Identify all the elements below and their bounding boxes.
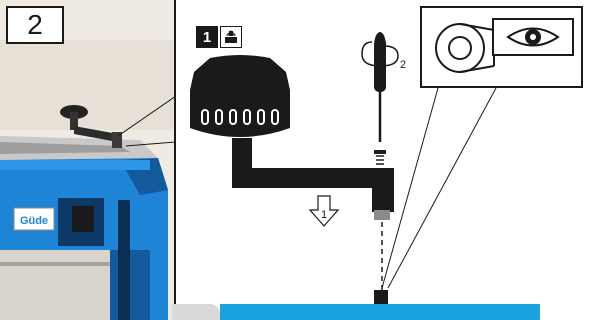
- crank-shaft: [232, 138, 252, 168]
- step-badge: 1: [196, 26, 242, 48]
- eye-icon: [506, 27, 560, 47]
- crank-bushing: [374, 210, 390, 220]
- badge-number: 1: [196, 26, 218, 48]
- screwdriver-handle: [374, 44, 386, 92]
- rotate-arrow-icon: 2: [361, 41, 406, 71]
- machine-photo: Güde: [0, 0, 176, 320]
- callout-line-left: [381, 87, 439, 289]
- mount-pin: [374, 290, 388, 304]
- brand-label: Güde: [20, 215, 48, 227]
- detail-view-badge: [492, 18, 574, 56]
- rotate-step-label: 2: [400, 59, 406, 71]
- arrow-step-label: 1: [321, 209, 327, 221]
- screw-head: [374, 150, 386, 154]
- package-unpack-icon: [220, 26, 242, 48]
- arrow-down-icon: 1: [308, 195, 340, 227]
- crank-hub: [372, 172, 394, 212]
- section-accent-bar: [220, 304, 540, 320]
- machine-photo-drawing: Güde: [0, 0, 174, 320]
- callout-line-right: [387, 87, 497, 289]
- step-number: 2: [6, 6, 64, 44]
- crank-arm: [232, 168, 394, 188]
- page-edge-tab: [172, 304, 220, 320]
